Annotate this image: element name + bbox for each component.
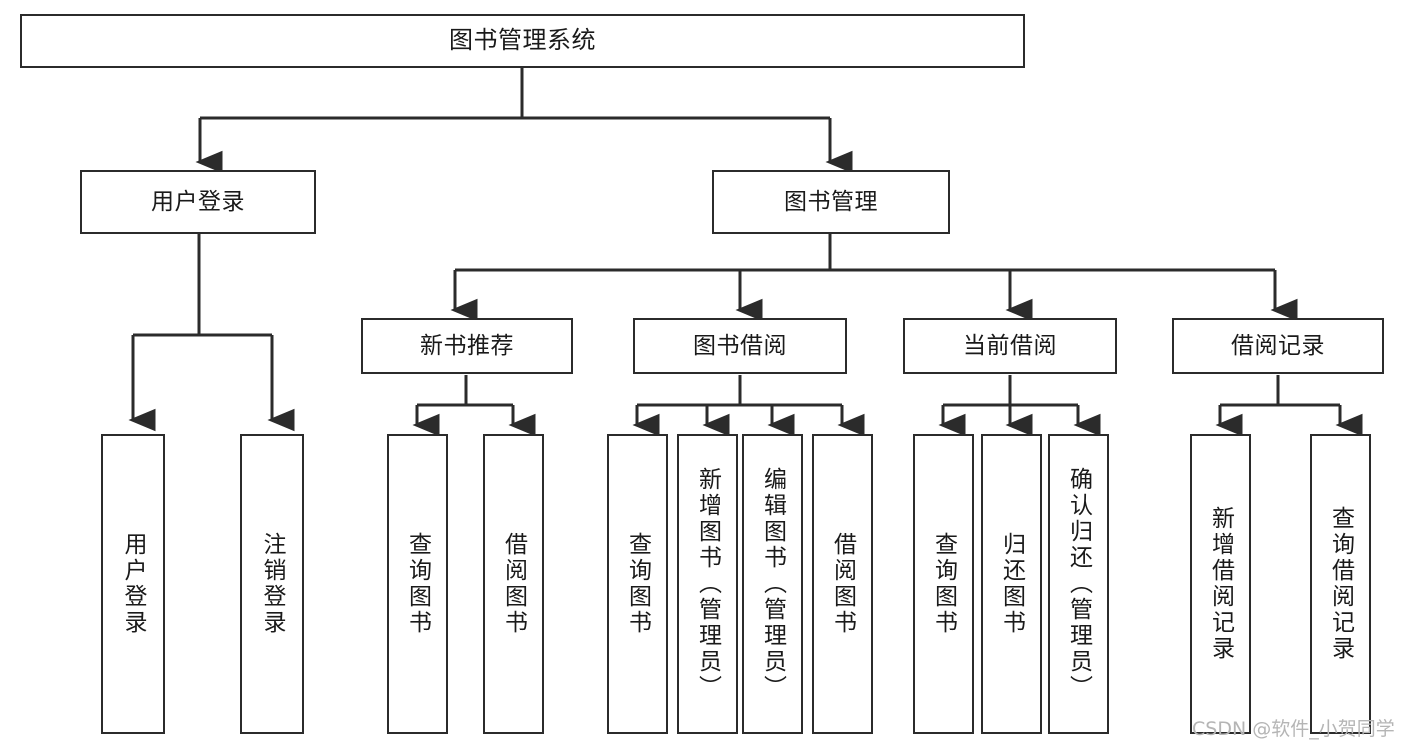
node-leaf-add-book-label: 新增图书（管理员） <box>694 467 721 701</box>
node-book-borrow-label: 图书借阅 <box>693 332 787 359</box>
node-new-book-recommend[interactable]: 新书推荐 <box>361 318 573 374</box>
node-root[interactable]: 图书管理系统 <box>20 14 1025 68</box>
node-leaf-query-record[interactable]: 查询借阅记录 <box>1310 434 1371 734</box>
node-leaf-confirm-return-label: 确认归还（管理员） <box>1065 467 1092 701</box>
node-user-login-label: 用户登录 <box>151 188 245 215</box>
node-leaf-add-record[interactable]: 新增借阅记录 <box>1190 434 1251 734</box>
node-leaf-edit-book-label: 编辑图书（管理员） <box>759 467 786 701</box>
node-leaf-confirm-return[interactable]: 确认归还（管理员） <box>1048 434 1109 734</box>
node-leaf-borrow-book-2[interactable]: 借阅图书 <box>812 434 873 734</box>
node-leaf-borrow-book-1-label: 借阅图书 <box>500 532 527 636</box>
node-leaf-query-book-1-label: 查询图书 <box>404 532 431 636</box>
node-leaf-query-book-3[interactable]: 查询图书 <box>913 434 974 734</box>
node-leaf-user-login-label: 用户登录 <box>120 532 147 636</box>
node-leaf-query-record-label: 查询借阅记录 <box>1327 506 1354 662</box>
node-leaf-return-book[interactable]: 归还图书 <box>981 434 1042 734</box>
node-user-login[interactable]: 用户登录 <box>80 170 316 234</box>
node-leaf-query-book-1[interactable]: 查询图书 <box>387 434 448 734</box>
node-leaf-query-book-2-label: 查询图书 <box>624 532 651 636</box>
node-leaf-borrow-book-1[interactable]: 借阅图书 <box>483 434 544 734</box>
node-leaf-edit-book[interactable]: 编辑图书（管理员） <box>742 434 803 734</box>
node-book-manage-label: 图书管理 <box>784 188 878 215</box>
node-new-book-recommend-label: 新书推荐 <box>420 332 514 359</box>
node-current-borrow-label: 当前借阅 <box>963 332 1057 359</box>
node-leaf-add-record-label: 新增借阅记录 <box>1207 506 1234 662</box>
node-book-manage[interactable]: 图书管理 <box>712 170 950 234</box>
node-leaf-borrow-book-2-label: 借阅图书 <box>829 532 856 636</box>
node-leaf-add-book[interactable]: 新增图书（管理员） <box>677 434 738 734</box>
node-leaf-user-login[interactable]: 用户登录 <box>101 434 165 734</box>
node-leaf-user-logout[interactable]: 注销登录 <box>240 434 304 734</box>
node-book-borrow[interactable]: 图书借阅 <box>633 318 847 374</box>
node-current-borrow[interactable]: 当前借阅 <box>903 318 1117 374</box>
node-borrow-record-label: 借阅记录 <box>1231 332 1325 359</box>
node-leaf-query-book-3-label: 查询图书 <box>930 532 957 636</box>
node-root-label: 图书管理系统 <box>449 26 596 55</box>
node-leaf-user-logout-label: 注销登录 <box>259 532 286 636</box>
csdn-watermark: CSDN @软件_小贺同学 <box>1192 718 1395 740</box>
node-borrow-record[interactable]: 借阅记录 <box>1172 318 1384 374</box>
node-leaf-query-book-2[interactable]: 查询图书 <box>607 434 668 734</box>
node-leaf-return-book-label: 归还图书 <box>998 532 1025 636</box>
